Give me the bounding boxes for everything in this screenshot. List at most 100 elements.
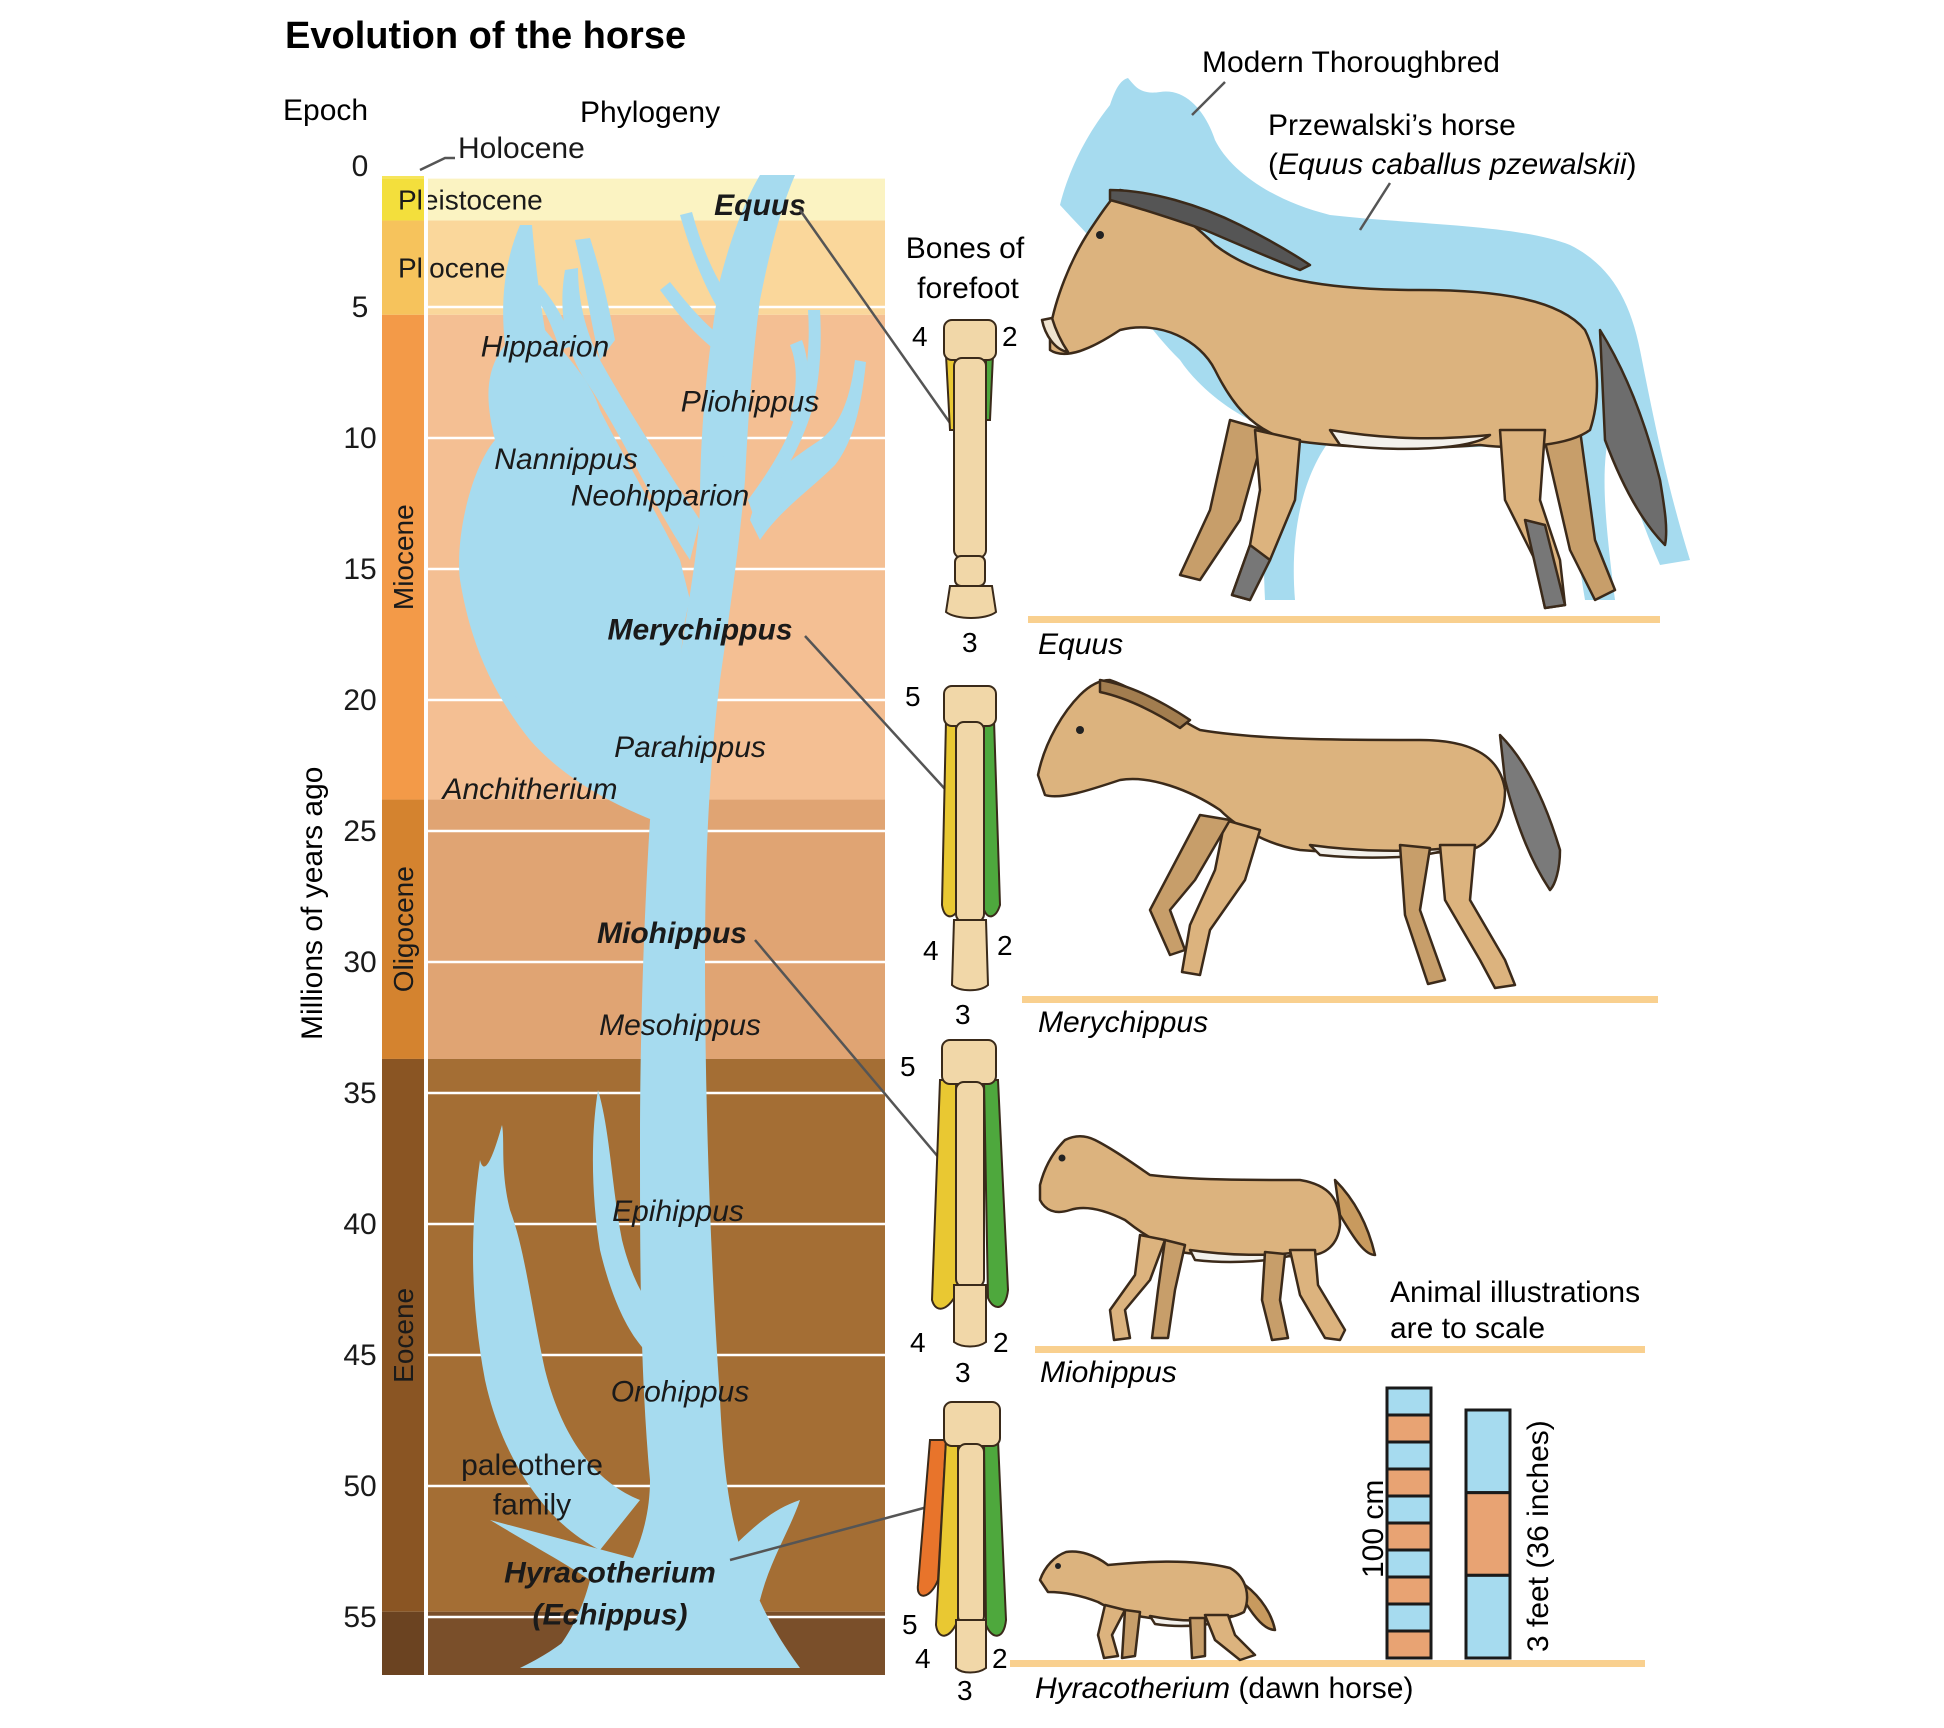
digit-4-label-hyracotherium: 4 <box>915 1643 931 1674</box>
merychippus-mane <box>1098 678 1192 730</box>
epoch-bar: HolocenePleistocenePlioceneMioceneOligoc… <box>382 132 585 1675</box>
hyracotherium-body <box>1038 1550 1249 1622</box>
cannon-bone-hyracotherium <box>957 1443 985 1625</box>
lineage-nannippus-branch <box>700 300 756 540</box>
digit-2-label-merychippus: 2 <box>997 930 1013 961</box>
equus-tail <box>1598 328 1668 547</box>
digit-3-label-merychippus: 3 <box>955 999 971 1030</box>
scale-bar-100cm-segment <box>1385 1413 1433 1444</box>
digit-5-label-miohippus: 5 <box>900 1051 916 1082</box>
equus-belly <box>1328 428 1492 451</box>
timeline-separator <box>424 176 428 1675</box>
merychippus-leg-front-near <box>1180 818 1262 977</box>
animal-label-hyracotherium-name: Hyracotherium <box>1035 1672 1230 1705</box>
cannon-bone-equus <box>953 357 987 559</box>
miohippus-body <box>1038 1135 1342 1259</box>
lineage-pliohippus-twig <box>790 340 808 425</box>
forefoot-title-line1: Bones of <box>906 232 1025 265</box>
genus-label-epihippus: Epihippus <box>612 1195 744 1228</box>
callout-merychippus <box>804 635 956 801</box>
lineage-equus-side <box>660 282 725 350</box>
forefoot-title-line2: forefoot <box>917 272 1019 305</box>
genus-label-family: family <box>493 1488 571 1521</box>
lineage-paleothere-branch <box>473 1125 640 1550</box>
digit-4-label-miohippus: 4 <box>910 1327 926 1358</box>
digit-4-bone-miohippus <box>930 1079 960 1310</box>
miohippus-illustration <box>1038 1135 1377 1342</box>
epoch-label-miocene: Miocene <box>388 504 419 610</box>
przewalski-label: Przewalski’s horse <box>1268 109 1516 142</box>
genus-label-equus: Equus <box>714 189 806 222</box>
ground-line-merychippus <box>1022 996 1658 1003</box>
equus-muzzle <box>1040 316 1070 354</box>
scale-bar-100cm <box>1385 1386 1433 1660</box>
digit-5-label-hyracotherium: 5 <box>902 1609 918 1640</box>
digit-3-label-miohippus: 3 <box>955 1357 971 1388</box>
genus-label-hipparion: Hipparion <box>481 330 609 363</box>
hyracotherium-leg-front <box>1096 1603 1127 1660</box>
tick-label-35: 35 <box>343 1077 376 1110</box>
przewalski-latin: Equus caballus pzewalskii <box>1278 148 1628 181</box>
genus-label-anchitherium: Anchitherium <box>440 773 617 806</box>
equus-leg-front-near-lower <box>1230 543 1272 602</box>
genus-label-echippus: (Echippus) <box>533 1598 688 1631</box>
genus-label-neohipparion: Neohipparion <box>571 480 749 513</box>
epoch-bar-segment-miocene <box>382 314 424 800</box>
tick-label-5: 5 <box>352 291 369 324</box>
ground-line-equus <box>1028 616 1660 623</box>
tick-label-30: 30 <box>343 946 376 979</box>
scale-bar-100cm-segment <box>1385 1386 1433 1417</box>
tick-label-25: 25 <box>343 815 376 848</box>
forefoot-bones-miohippus <box>930 1039 1010 1348</box>
hyracotherium-illustration <box>1038 1550 1277 1662</box>
equus-leg-back-near-lower <box>1523 518 1567 610</box>
equus-eye <box>1096 231 1104 239</box>
digit-2-label-miohippus: 2 <box>993 1327 1009 1358</box>
epoch-bar-segment-eocene <box>382 1058 424 1612</box>
scale-bar-3ft-segment <box>1464 1573 1512 1660</box>
tick-label-50: 50 <box>343 1470 376 1503</box>
merychippus-leg-front-far <box>1148 813 1232 957</box>
genus-label-miohippus: Miohippus <box>597 917 747 950</box>
callout-miohippus <box>754 939 946 1166</box>
lineage-neohipparion-branch <box>750 360 866 540</box>
carpal-bones-merychippus <box>943 685 997 727</box>
forefoot-bones-equus <box>943 319 998 619</box>
miohippus-leg-back-far <box>1260 1250 1290 1342</box>
digit-2-splint-equus <box>985 354 995 421</box>
callout-lines <box>419 156 957 1562</box>
hoof-bone-merychippus <box>950 919 990 992</box>
epoch-band-pleistocene <box>428 178 885 221</box>
epoch-label-oligocene: Oligocene <box>388 866 419 992</box>
callout-holocene <box>419 156 455 172</box>
lineage-trunk <box>520 175 800 1668</box>
scale-bar-100cm-segment <box>1385 1467 1433 1498</box>
epoch-bar-segment-paleocene <box>382 1611 424 1675</box>
lineage-pliohippus-branch <box>748 310 821 520</box>
tick-label-20: 20 <box>343 684 376 717</box>
scale-bar-3ft-segment <box>1464 1408 1512 1495</box>
genus-label-hyracotherium: Hyracotherium <box>504 1556 716 1589</box>
animal-label-hyracotherium-extra: (dawn horse) <box>1230 1672 1413 1705</box>
ground-line-miohippus <box>1035 1346 1645 1353</box>
scale-bar-100cm-segment <box>1385 1575 1433 1606</box>
digit-3-label-hyracotherium: 3 <box>957 1675 973 1706</box>
przewalski-latin-close: ) <box>1627 148 1637 181</box>
scale-note-line2: are to scale <box>1390 1312 1545 1345</box>
scale-bar-100cm-segment <box>1385 1494 1433 1525</box>
lineage-base-right <box>720 1500 800 1640</box>
scale-bar-100cm-segment <box>1385 1602 1433 1633</box>
digit-4-label-merychippus: 4 <box>923 935 939 966</box>
hoof-bone-hyracotherium <box>955 1619 987 1674</box>
lineage-equus-left <box>680 212 735 320</box>
merychippus-illustration <box>1036 678 1562 990</box>
epoch-label-pliocene: Pliocene <box>398 253 505 284</box>
axis-label: Millions of years ago <box>296 767 329 1040</box>
epoch-bar-segment-pleistocene <box>382 178 424 221</box>
digit-2-label-hyracotherium: 2 <box>992 1643 1008 1674</box>
digit-2-label-equus: 2 <box>1002 321 1018 352</box>
lineage-hipparion-fork <box>575 238 615 360</box>
miohippus-eye <box>1058 1154 1066 1162</box>
digit-3-label-equus: 3 <box>962 627 978 658</box>
